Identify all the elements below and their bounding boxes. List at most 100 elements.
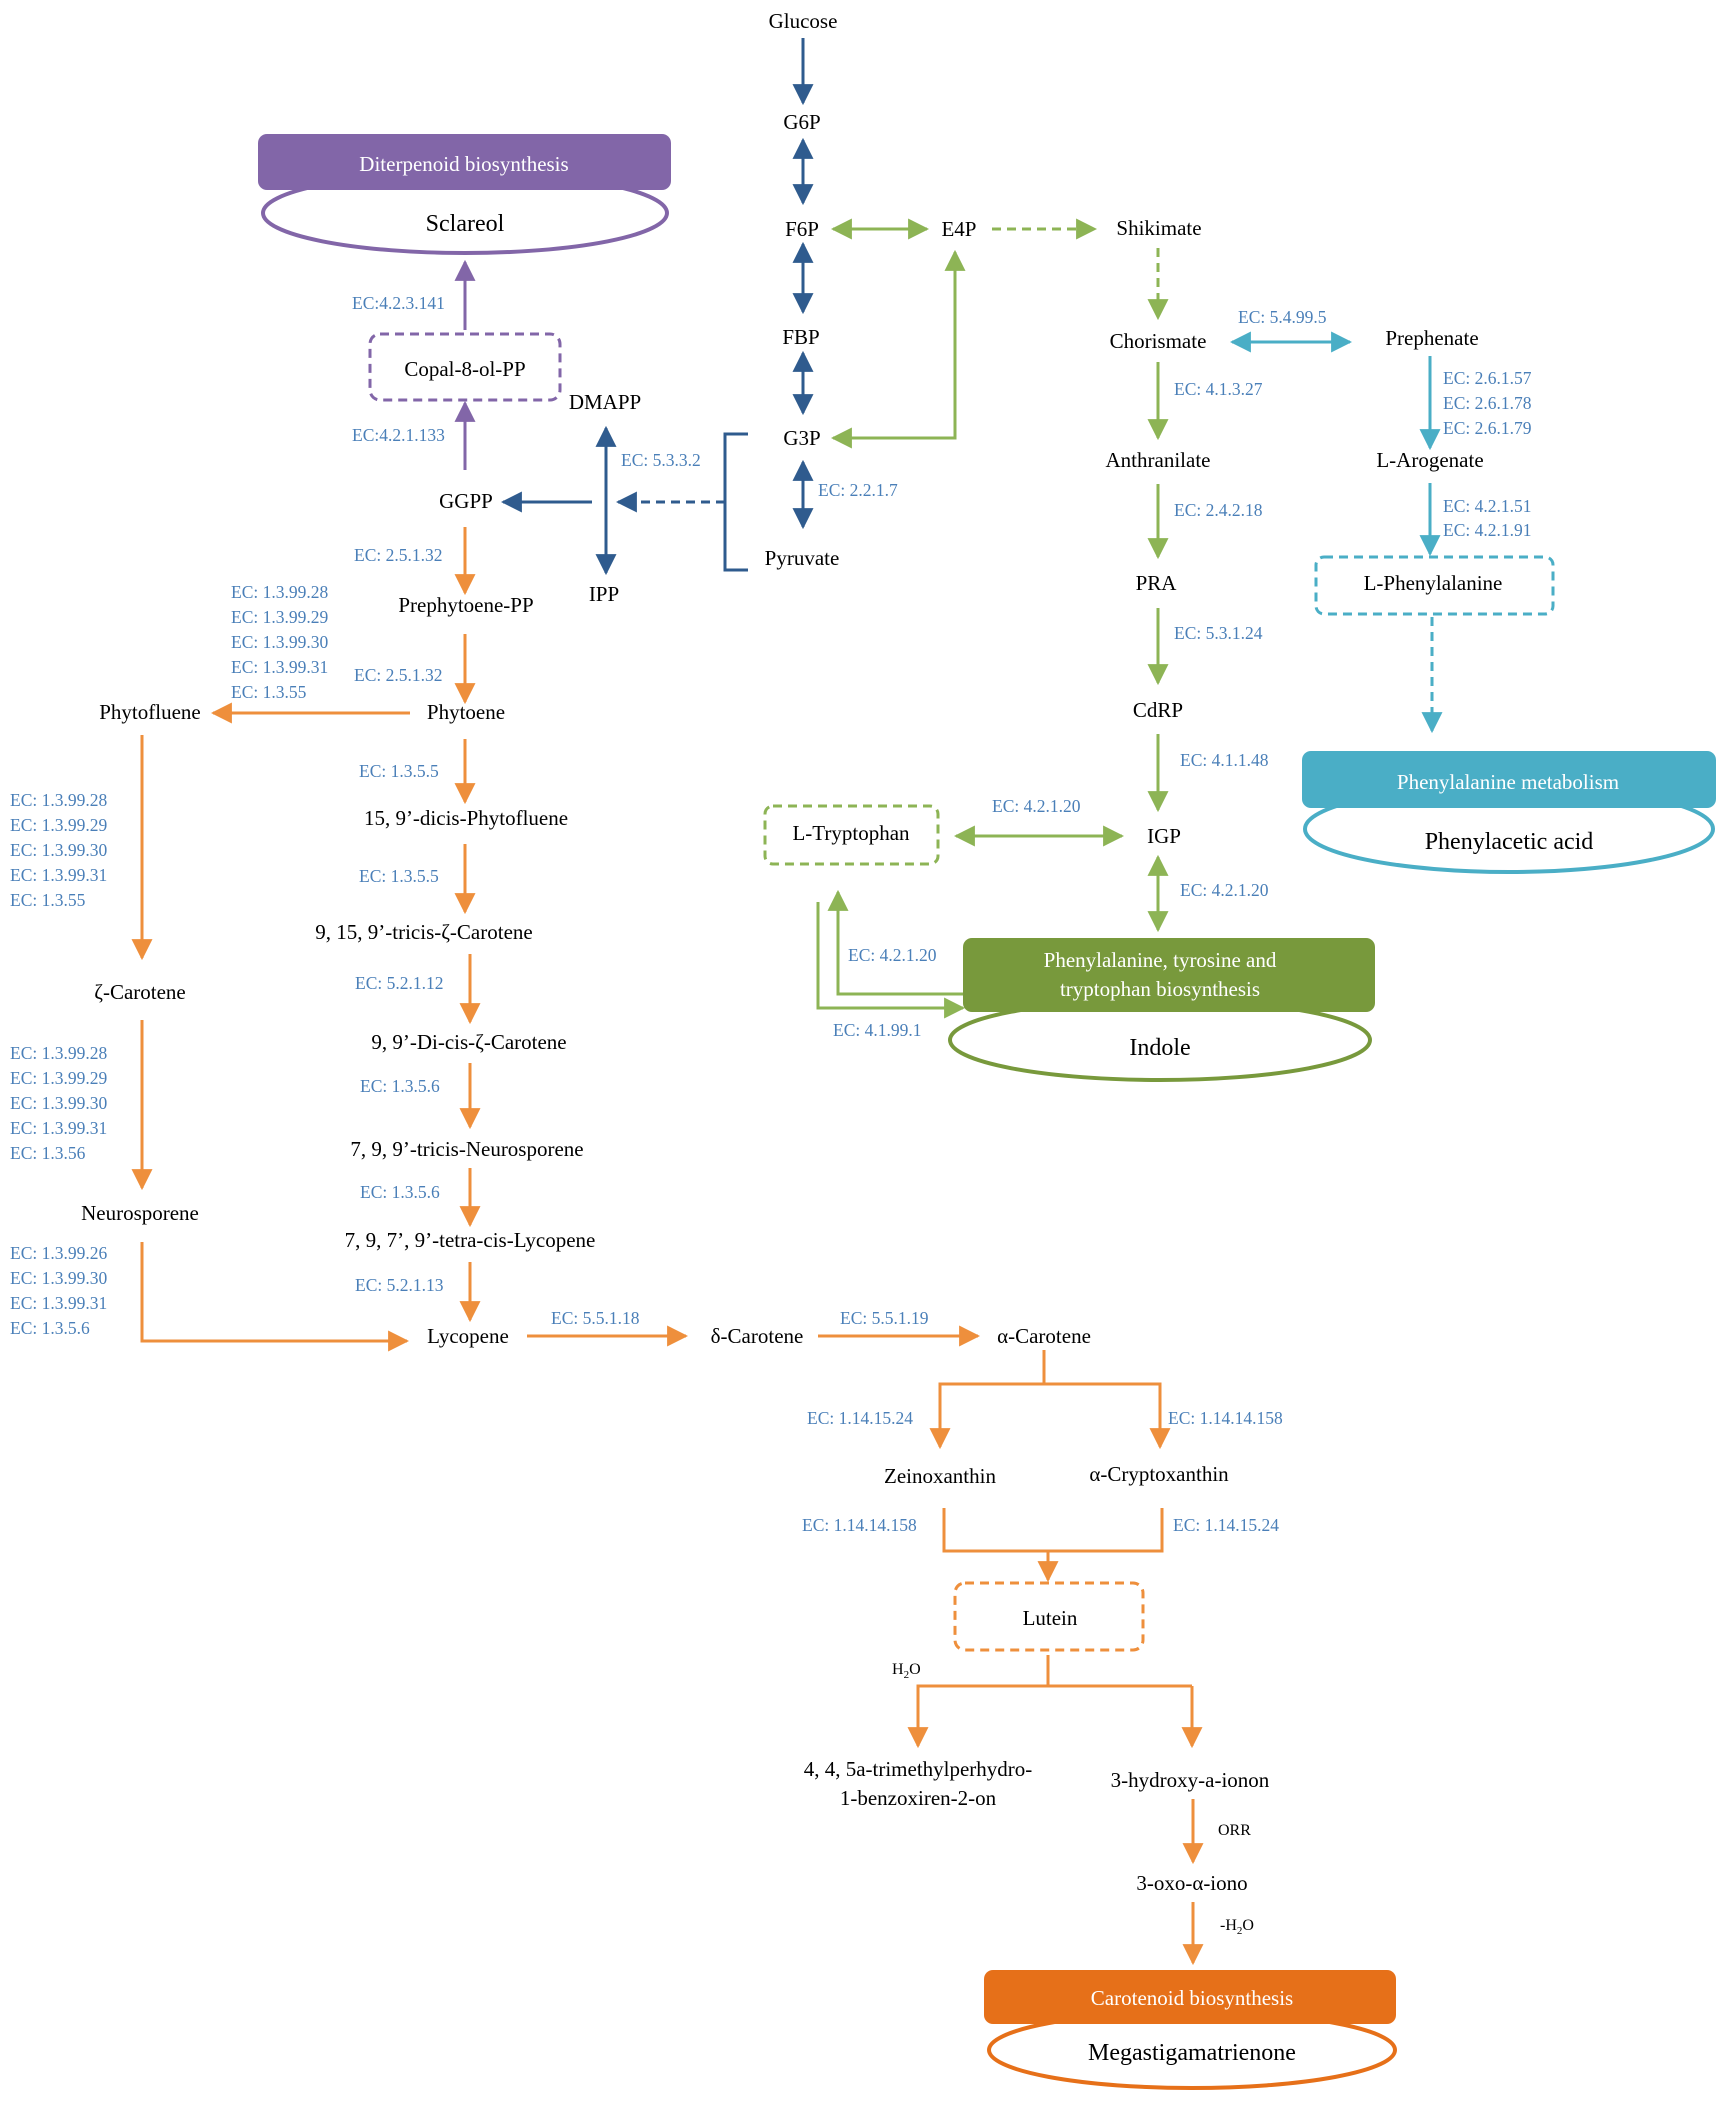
zeinoxanthin-label: Zeinoxanthin (884, 1464, 996, 1488)
ec-tricis-dicisz: EC: 5.2.1.12 (355, 973, 443, 993)
anthranilate-label: Anthranilate (1106, 448, 1211, 472)
dicis-zeta-label: 9, 9’-Di-cis-ζ-Carotene (371, 1030, 566, 1054)
ec-zeta-neuro-2: EC: 1.3.99.29 (10, 1068, 107, 1088)
aromatic-header-line1: Phenylalanine, tyrosine and (1044, 948, 1277, 972)
ec-phytoene-dicis: EC: 1.3.5.5 (359, 761, 439, 781)
ec-chorismate-anthranilate: EC: 4.1.3.27 (1174, 379, 1263, 399)
ec-alpha-cryptoxanthin: EC: 1.14.14.158 (1168, 1408, 1283, 1428)
ec-prephenate-arogenate-2: EC: 2.6.1.78 (1443, 393, 1532, 413)
cdrp-label: CdRP (1133, 698, 1183, 722)
ec-phytoene-phytofluene-5: EC: 1.3.55 (231, 682, 307, 702)
prephytoene-label: Prephytoene-PP (398, 593, 533, 617)
phenylalanine-metabolism-pathway: Phenylalanine metabolism Phenylacetic ac… (1302, 751, 1716, 874)
arrow-lutein-split (907, 1655, 1050, 1749)
arrow-zein-crypto-lutein (942, 1508, 1164, 1553)
phytofluene-label: Phytofluene (99, 700, 200, 724)
ec-phytofluene-zeta-4: EC: 1.3.99.31 (10, 865, 107, 885)
arrow-alpha-cryptoxanthin (1044, 1382, 1171, 1450)
ec-zeta-neuro-4: EC: 1.3.99.31 (10, 1118, 107, 1138)
indole-label: Indole (1129, 1035, 1190, 1061)
g3p-label: G3P (783, 426, 820, 450)
arrows-green (816, 218, 1169, 1019)
ec-igp-indole: EC: 4.2.1.20 (1180, 880, 1269, 900)
phenylacetic-label: Phenylacetic acid (1425, 829, 1594, 855)
ec-indole-tryptophan-up: EC: 4.2.1.20 (848, 945, 937, 965)
ec-cryptoxanthin-lutein: EC: 1.14.15.24 (1173, 1515, 1279, 1535)
cryptoxanthin-label: α-Cryptoxanthin (1089, 1462, 1229, 1486)
ec-phytofluene-zeta-1: EC: 1.3.99.28 (10, 790, 107, 810)
shikimate-label: Shikimate (1116, 216, 1201, 240)
e4p-label: E4P (941, 217, 976, 241)
g6p-label: G6P (783, 110, 820, 134)
ec-phytoene-phytofluene-1: EC: 1.3.99.28 (231, 582, 328, 602)
benzoxiren-label-2: 1-benzoxiren-2-on (840, 1786, 997, 1810)
neurosporene-label: Neurosporene (81, 1201, 199, 1225)
lutein-label: Lutein (1023, 1606, 1078, 1630)
ec-phytoene-phytofluene-3: EC: 1.3.99.30 (231, 632, 328, 652)
delta-carotene-label: δ-Carotene (711, 1324, 804, 1348)
ec-zeinoxanthin-lutein: EC: 1.14.14.158 (802, 1515, 917, 1535)
ec-dicisz-neuro: EC: 1.3.5.6 (360, 1076, 440, 1096)
ec-g3p-pyruvate: EC: 2.2.1.7 (818, 480, 898, 500)
arrow-neurosporene-lycopene (140, 1242, 410, 1352)
copal-box (368, 332, 562, 402)
ec-dicis-tricis: EC: 1.3.5.5 (359, 866, 439, 886)
reaction-annotations: H2O ORR -H2O (892, 1661, 1254, 1937)
ec-tetra-lycopene: EC: 5.2.1.13 (355, 1275, 444, 1295)
lutein-box (953, 1581, 1145, 1652)
ec-zeta-neuro-3: EC: 1.3.99.30 (10, 1093, 107, 1113)
alpha-carotene-label: α-Carotene (997, 1324, 1091, 1348)
diterpenoid-header-text: Diterpenoid biosynthesis (359, 152, 568, 176)
ec-copal-sclareol: EC:4.2.3.141 (352, 293, 445, 313)
phenylalanine-metabolism-header-text: Phenylalanine metabolism (1397, 770, 1619, 794)
carotenoid-header-text: Carotenoid biosynthesis (1091, 1986, 1293, 2010)
zeta-label: ζ-Carotene (94, 980, 186, 1004)
arrow-trp-indole-down (816, 902, 966, 1019)
lycopene-label: Lycopene (427, 1324, 509, 1348)
tryptophan-box (763, 804, 940, 866)
aromatic-header (963, 938, 1375, 1012)
orr-annotation: ORR (1218, 1822, 1251, 1839)
ec-arogenate-phe-1: EC: 4.2.1.51 (1443, 496, 1531, 516)
ec-phytofluene-zeta-3: EC: 1.3.99.30 (10, 840, 107, 860)
arrows-cyan (1229, 331, 1443, 734)
ec-alpha-zeinoxanthin: EC: 1.14.15.24 (807, 1408, 913, 1428)
prephenate-label: Prephenate (1385, 326, 1478, 350)
arrow-alpha-zeinoxanthin (929, 1350, 1046, 1450)
diterpenoid-header (258, 134, 671, 190)
phenylalanine-label: L-Phenylalanine (1364, 571, 1503, 595)
ec-zeta-neuro-1: EC: 1.3.99.28 (10, 1043, 107, 1063)
dmapp-label: DMAPP (569, 390, 641, 414)
ec-arogenate-phe-2: EC: 4.2.1.91 (1443, 520, 1531, 540)
ec-phytoene-phytofluene-4: EC: 1.3.99.31 (231, 657, 328, 677)
arrow-indole-trp-up (827, 889, 963, 996)
phytoene-label: Phytoene (427, 700, 505, 724)
aromatic-header-line2: tryptophan biosynthesis (1060, 977, 1260, 1001)
ec-delta-alpha: EC: 5.5.1.19 (840, 1308, 929, 1328)
ec-lycopene-delta: EC: 5.5.1.18 (551, 1308, 640, 1328)
f6p-label: F6P (785, 217, 819, 241)
ec-neuro-lycopene-4: EC: 1.3.5.6 (10, 1318, 90, 1338)
ec-tryptophan-indole-down: EC: 4.1.99.1 (833, 1020, 921, 1040)
ec-chorismate-prephenate: EC: 5.4.99.5 (1238, 307, 1327, 327)
ec-phytoene-phytofluene-2: EC: 1.3.99.29 (231, 607, 328, 627)
ec-anthranilate-pra: EC: 2.4.2.18 (1174, 500, 1263, 520)
benzoxiren-label-1: 4, 4, 5a-trimethylperhydro- (804, 1757, 1033, 1781)
minus-h2o-annotation: -H2O (1220, 1917, 1254, 1937)
ec-zeta-neuro-5: EC: 1.3.56 (10, 1143, 86, 1163)
phenylalanine-box (1314, 555, 1555, 616)
tryptophan-label: L-Tryptophan (792, 821, 910, 845)
tricis-zeta-label: 9, 15, 9’-tricis-ζ-Carotene (315, 920, 532, 944)
ec-prephenate-arogenate-1: EC: 2.6.1.57 (1443, 368, 1532, 388)
ec-neuro-lycopene-1: EC: 1.3.99.26 (10, 1243, 107, 1263)
ec-cdrp-igp: EC: 4.1.1.48 (1180, 750, 1269, 770)
ec-phytofluene-zeta-5: EC: 1.3.55 (10, 890, 86, 910)
igp-label: IGP (1147, 824, 1181, 848)
ec-ggpp-copal: EC:4.2.1.133 (352, 425, 445, 445)
pyruvate-label: Pyruvate (765, 546, 840, 570)
ec-neuro-lycopene-2: EC: 1.3.99.30 (10, 1268, 107, 1288)
ec-ggpp-prephytoene: EC: 2.5.1.32 (354, 545, 442, 565)
ggpp-label: GGPP (439, 489, 493, 513)
pra-label: PRA (1136, 571, 1178, 595)
